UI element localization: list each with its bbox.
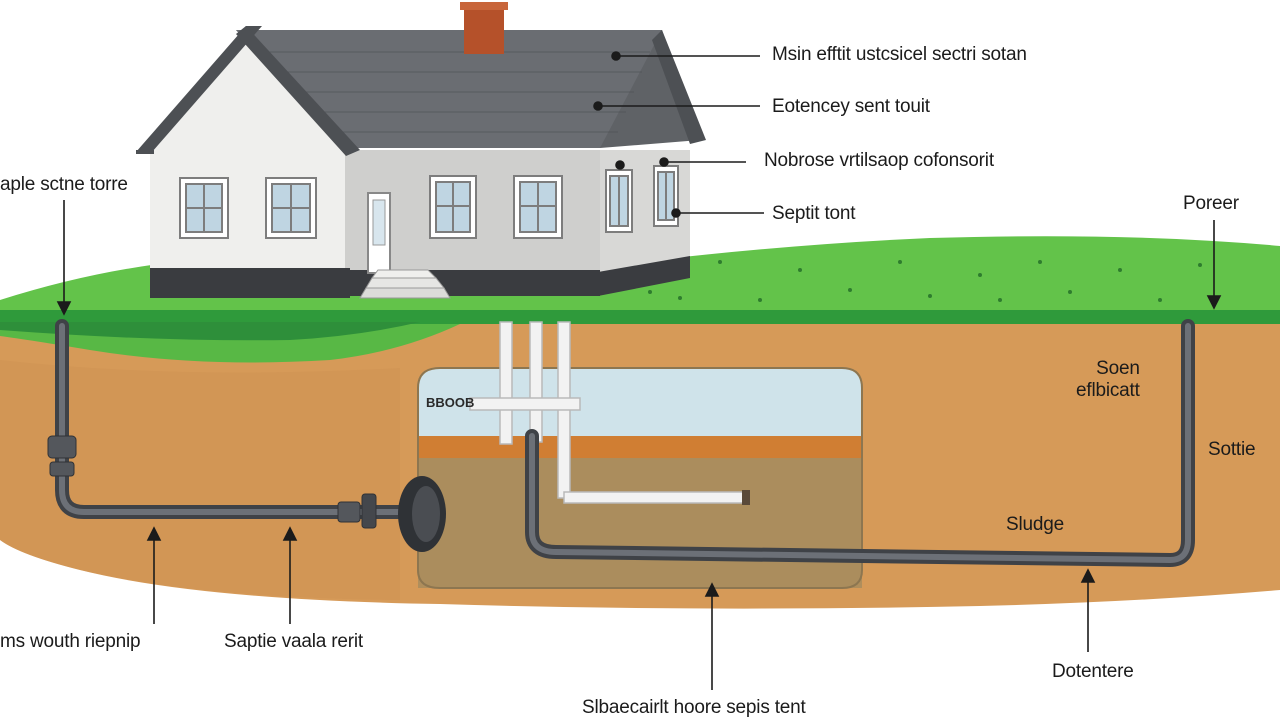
tank-riser-pipes (469, 321, 745, 504)
label-poreer: Poreer (1183, 193, 1239, 214)
house-illustration (136, 2, 706, 299)
pipe-joint-upper (47, 435, 77, 459)
leader-lines (56, 51, 1222, 690)
label-sottie: Sottie (1208, 439, 1256, 460)
pipe-coupling (337, 501, 361, 523)
label-entrance: Eotencey sent touit (772, 96, 930, 117)
label-sludge: Sludge (1006, 514, 1064, 535)
label-septic-tone-left: aple sctne torre (0, 174, 128, 195)
label-mouth-pipe: ms wouth riepnip (0, 631, 141, 652)
pipe-valve (361, 493, 377, 529)
label-soen-effluent: Soen eflbicatt (1076, 358, 1140, 401)
outflow-pipe (525, 319, 1195, 567)
label-septic-waste: Saptie vaala rerit (224, 631, 363, 652)
tank-sign-label: BBOOB (426, 395, 475, 410)
grass-left-fold-dark (0, 322, 420, 341)
label-dotentere: Dotentere (1052, 661, 1134, 682)
label-bottom-caption: Slbaecairlt hoore sepis tent (582, 697, 806, 718)
pipe-joint-lower (49, 461, 75, 477)
inflow-pipe (55, 319, 407, 519)
pipe-outlet-cap (742, 490, 750, 505)
grass-dots (648, 260, 1202, 302)
grass-edge (0, 310, 1280, 324)
tank-inlet-hatch-rim (412, 486, 440, 542)
house-windows (179, 165, 679, 239)
soil-shade (0, 360, 400, 600)
label-main-effluent: Msin efftit ustcsicel sectri sotan (772, 44, 1027, 65)
label-nobrose: Nobrose vrtilsaop cofonsorit (764, 150, 994, 171)
label-septic-tank-right: Septit tont (772, 203, 856, 224)
